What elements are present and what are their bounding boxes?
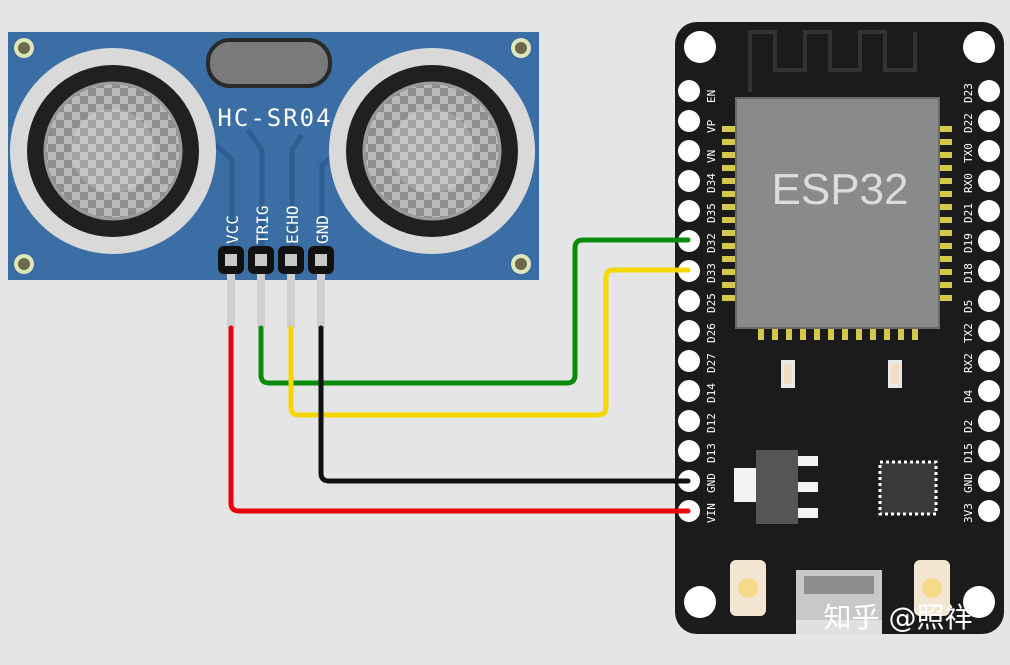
right-pin-label: D15 bbox=[962, 443, 975, 463]
sensor-pin-legs bbox=[227, 274, 325, 328]
sensor-pin-label-echo: ECHO bbox=[283, 205, 302, 244]
onboard-leds bbox=[781, 360, 902, 388]
watermark: 知乎 @照祥 bbox=[824, 601, 973, 634]
left-pin-label: D34 bbox=[705, 173, 718, 193]
right-pin-hole bbox=[978, 440, 1000, 462]
right-pin-hole bbox=[978, 320, 1000, 342]
en-button bbox=[730, 560, 766, 616]
right-pin-hole bbox=[978, 410, 1000, 432]
right-pin-label: RX0 bbox=[962, 173, 975, 193]
sensor-header bbox=[218, 246, 334, 274]
wires bbox=[228, 237, 691, 514]
right-pin-hole bbox=[978, 260, 1000, 282]
right-pin-label: GND bbox=[962, 473, 975, 493]
right-pin-label: D19 bbox=[962, 233, 975, 253]
right-pin-hole bbox=[978, 140, 1000, 162]
right-pin-label: TX0 bbox=[962, 143, 975, 163]
left-pin-hole bbox=[678, 410, 700, 432]
right-pin-hole bbox=[978, 470, 1000, 492]
left-pin-label: D26 bbox=[705, 323, 718, 343]
right-pin-label: D4 bbox=[962, 389, 975, 403]
esp32-board: ESP32 bbox=[675, 22, 1004, 634]
sensor-mounting-holes bbox=[14, 38, 531, 274]
left-pin-hole bbox=[678, 320, 700, 342]
left-pin-label: EN bbox=[705, 90, 718, 103]
right-pin-hole bbox=[978, 230, 1000, 252]
voltage-regulator bbox=[734, 450, 818, 524]
left-pin-label: GND bbox=[705, 473, 718, 493]
right-pin-label: D23 bbox=[962, 83, 975, 103]
sensor-model-label: HC-SR04 bbox=[217, 104, 332, 132]
wifi-antenna bbox=[748, 30, 917, 92]
left-pin-label: D35 bbox=[705, 203, 718, 223]
right-pin-hole bbox=[978, 200, 1000, 222]
sensor-pin-label-vcc: VCC bbox=[223, 215, 242, 244]
left-pin-label: D33 bbox=[705, 263, 718, 283]
left-pin-label: VP bbox=[705, 119, 718, 133]
right-pin-hole bbox=[978, 110, 1000, 132]
right-pin-hole bbox=[978, 500, 1000, 522]
left-pin-hole bbox=[678, 140, 700, 162]
usb-uart-chip bbox=[878, 460, 938, 516]
left-pin-label: VN bbox=[705, 150, 718, 163]
left-pin-hole bbox=[678, 170, 700, 192]
right-pin-hole bbox=[978, 80, 1000, 102]
sensor-pin-label-trig: TRIG bbox=[253, 205, 272, 244]
vcc-wire bbox=[228, 325, 691, 514]
right-pin-label: D22 bbox=[962, 113, 975, 133]
chip-pads bbox=[722, 126, 952, 340]
right-pin-label: 3V3 bbox=[962, 503, 975, 523]
crystal-oscillator bbox=[206, 38, 332, 88]
sensor-pin-labels: VCC TRIG ECHO GND bbox=[223, 205, 332, 244]
trig-wire bbox=[258, 237, 691, 386]
left-pin-label: D25 bbox=[705, 293, 718, 313]
gnd-wire bbox=[318, 325, 691, 484]
sensor-pin-label-gnd: GND bbox=[313, 215, 332, 244]
boot-button bbox=[914, 560, 950, 616]
chip-label: ESP32 bbox=[772, 165, 909, 214]
left-pin-hole bbox=[678, 110, 700, 132]
left-pin-hole bbox=[678, 200, 700, 222]
right-pin-hole bbox=[978, 290, 1000, 312]
left-pin-label: D12 bbox=[705, 413, 718, 433]
right-pin-label: D2 bbox=[962, 420, 975, 433]
right-pin-label: D21 bbox=[962, 203, 975, 223]
right-pin-hole bbox=[978, 350, 1000, 372]
right-pin-label: RX2 bbox=[962, 353, 975, 373]
right-pin-hole bbox=[978, 380, 1000, 402]
right-pin-hole bbox=[978, 170, 1000, 192]
left-pin-hole bbox=[678, 80, 700, 102]
esp32-chip bbox=[735, 97, 940, 329]
left-pin-label: D32 bbox=[705, 233, 718, 253]
right-pin-label: D18 bbox=[962, 263, 975, 283]
hc-sr04-sensor: HC-SR04 VCC TRIG ECHO GND bbox=[8, 32, 539, 328]
left-transducer bbox=[10, 48, 216, 254]
left-pin-label: D13 bbox=[705, 443, 718, 463]
right-pin-label: D5 bbox=[962, 300, 975, 313]
micro-usb-connector bbox=[796, 570, 882, 634]
left-pin-label: D14 bbox=[705, 383, 718, 403]
left-pin-hole bbox=[678, 350, 700, 372]
echo-wire bbox=[288, 267, 691, 418]
right-transducer bbox=[329, 48, 535, 254]
left-pin-hole bbox=[678, 440, 700, 462]
board-mounting-holes bbox=[684, 31, 995, 618]
left-pin-label: VIN bbox=[705, 503, 718, 523]
left-pin-hole bbox=[678, 290, 700, 312]
right-pin-label: TX2 bbox=[962, 323, 975, 343]
left-pin-label: D27 bbox=[705, 353, 718, 373]
left-pin-hole bbox=[678, 380, 700, 402]
